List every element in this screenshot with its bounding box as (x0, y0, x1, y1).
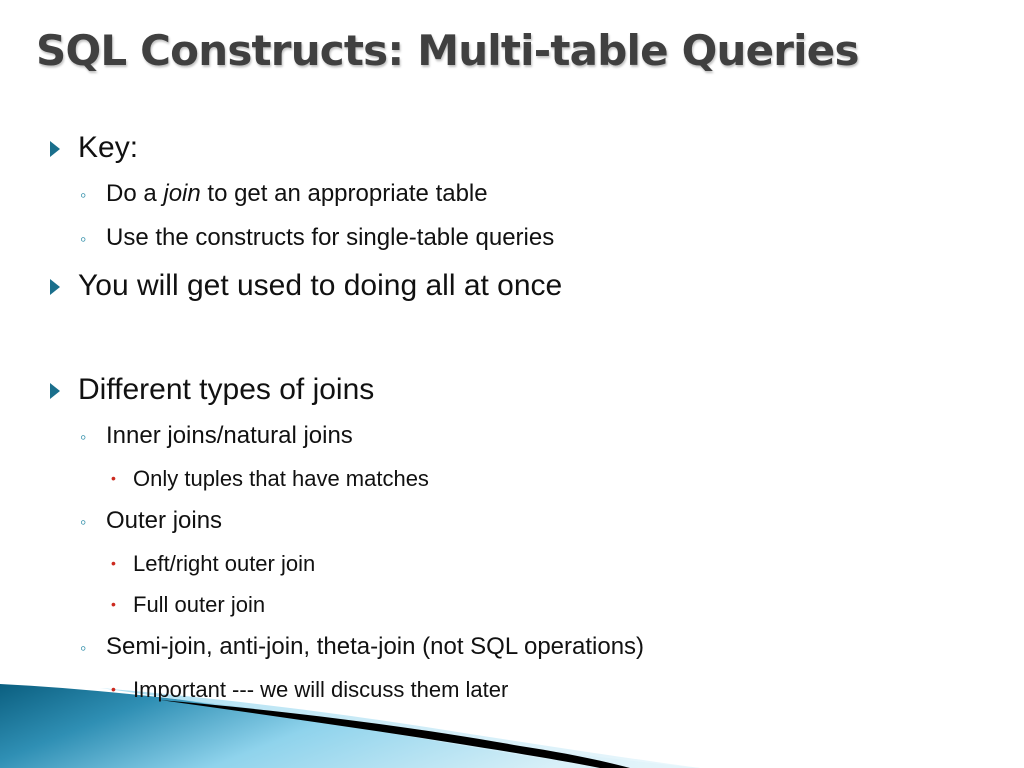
triangle-bullet-icon (50, 383, 60, 399)
bullet-text: Use the constructs for single-table quer… (106, 224, 555, 251)
bullet-text: Different types of joins (78, 373, 375, 406)
bullet-text: Key: (78, 131, 139, 164)
bullet-text: Left/right outer join (133, 551, 316, 576)
bullet-semi-join: ◦ Semi-join, anti-join, theta-join (not … (80, 633, 645, 662)
triangle-bullet-icon (50, 279, 60, 295)
bullet-full-outer: • Full outer join (111, 592, 266, 618)
bullet-text-after: to get an appropriate table (200, 180, 488, 207)
bullet-left-right: • Left/right outer join (111, 551, 316, 577)
dot-bullet-icon: • (111, 555, 116, 571)
bullet-outer-joins: ◦ Outer joins (80, 507, 223, 536)
circle-bullet-icon: ◦ (80, 427, 87, 447)
bullet-join-types: Different types of joins (50, 372, 375, 408)
slide-title: SQL Constructs: Multi-table Queries (36, 26, 859, 75)
bullet-text: Inner joins/natural joins (106, 422, 353, 449)
bullet-text: Important --- we will discuss them later (133, 677, 509, 702)
circle-bullet-icon: ◦ (80, 185, 87, 205)
bullet-text-emphasis: join (163, 180, 201, 207)
wave-black-stripe (160, 700, 630, 768)
bullet-do-join: ◦ Do a join to get an appropriate table (80, 180, 488, 209)
dot-bullet-icon: • (111, 681, 116, 697)
bullet-only-tuples: • Only tuples that have matches (111, 466, 429, 492)
bullet-text: Full outer join (133, 592, 266, 617)
bullet-text: Semi-join, anti-join, theta-join (not SQ… (106, 633, 645, 660)
bullet-text-before: Do a (106, 180, 164, 207)
bullet-text: You will get used to doing all at once (78, 269, 563, 302)
bullet-text: Outer joins (106, 507, 223, 534)
circle-bullet-icon: ◦ (80, 512, 87, 532)
circle-bullet-icon: ◦ (80, 638, 87, 658)
bullet-get-used: You will get used to doing all at once (50, 268, 563, 304)
bullet-important: • Important --- we will discuss them lat… (111, 677, 509, 703)
bullet-text: Only tuples that have matches (133, 466, 429, 491)
bullet-inner-joins: ◦ Inner joins/natural joins (80, 422, 353, 451)
bullet-key: Key: (50, 130, 139, 166)
triangle-bullet-icon (50, 141, 60, 157)
bullet-use-constructs: ◦ Use the constructs for single-table qu… (80, 224, 555, 253)
dot-bullet-icon: • (111, 596, 116, 612)
dot-bullet-icon: • (111, 470, 116, 486)
circle-bullet-icon: ◦ (80, 229, 87, 249)
